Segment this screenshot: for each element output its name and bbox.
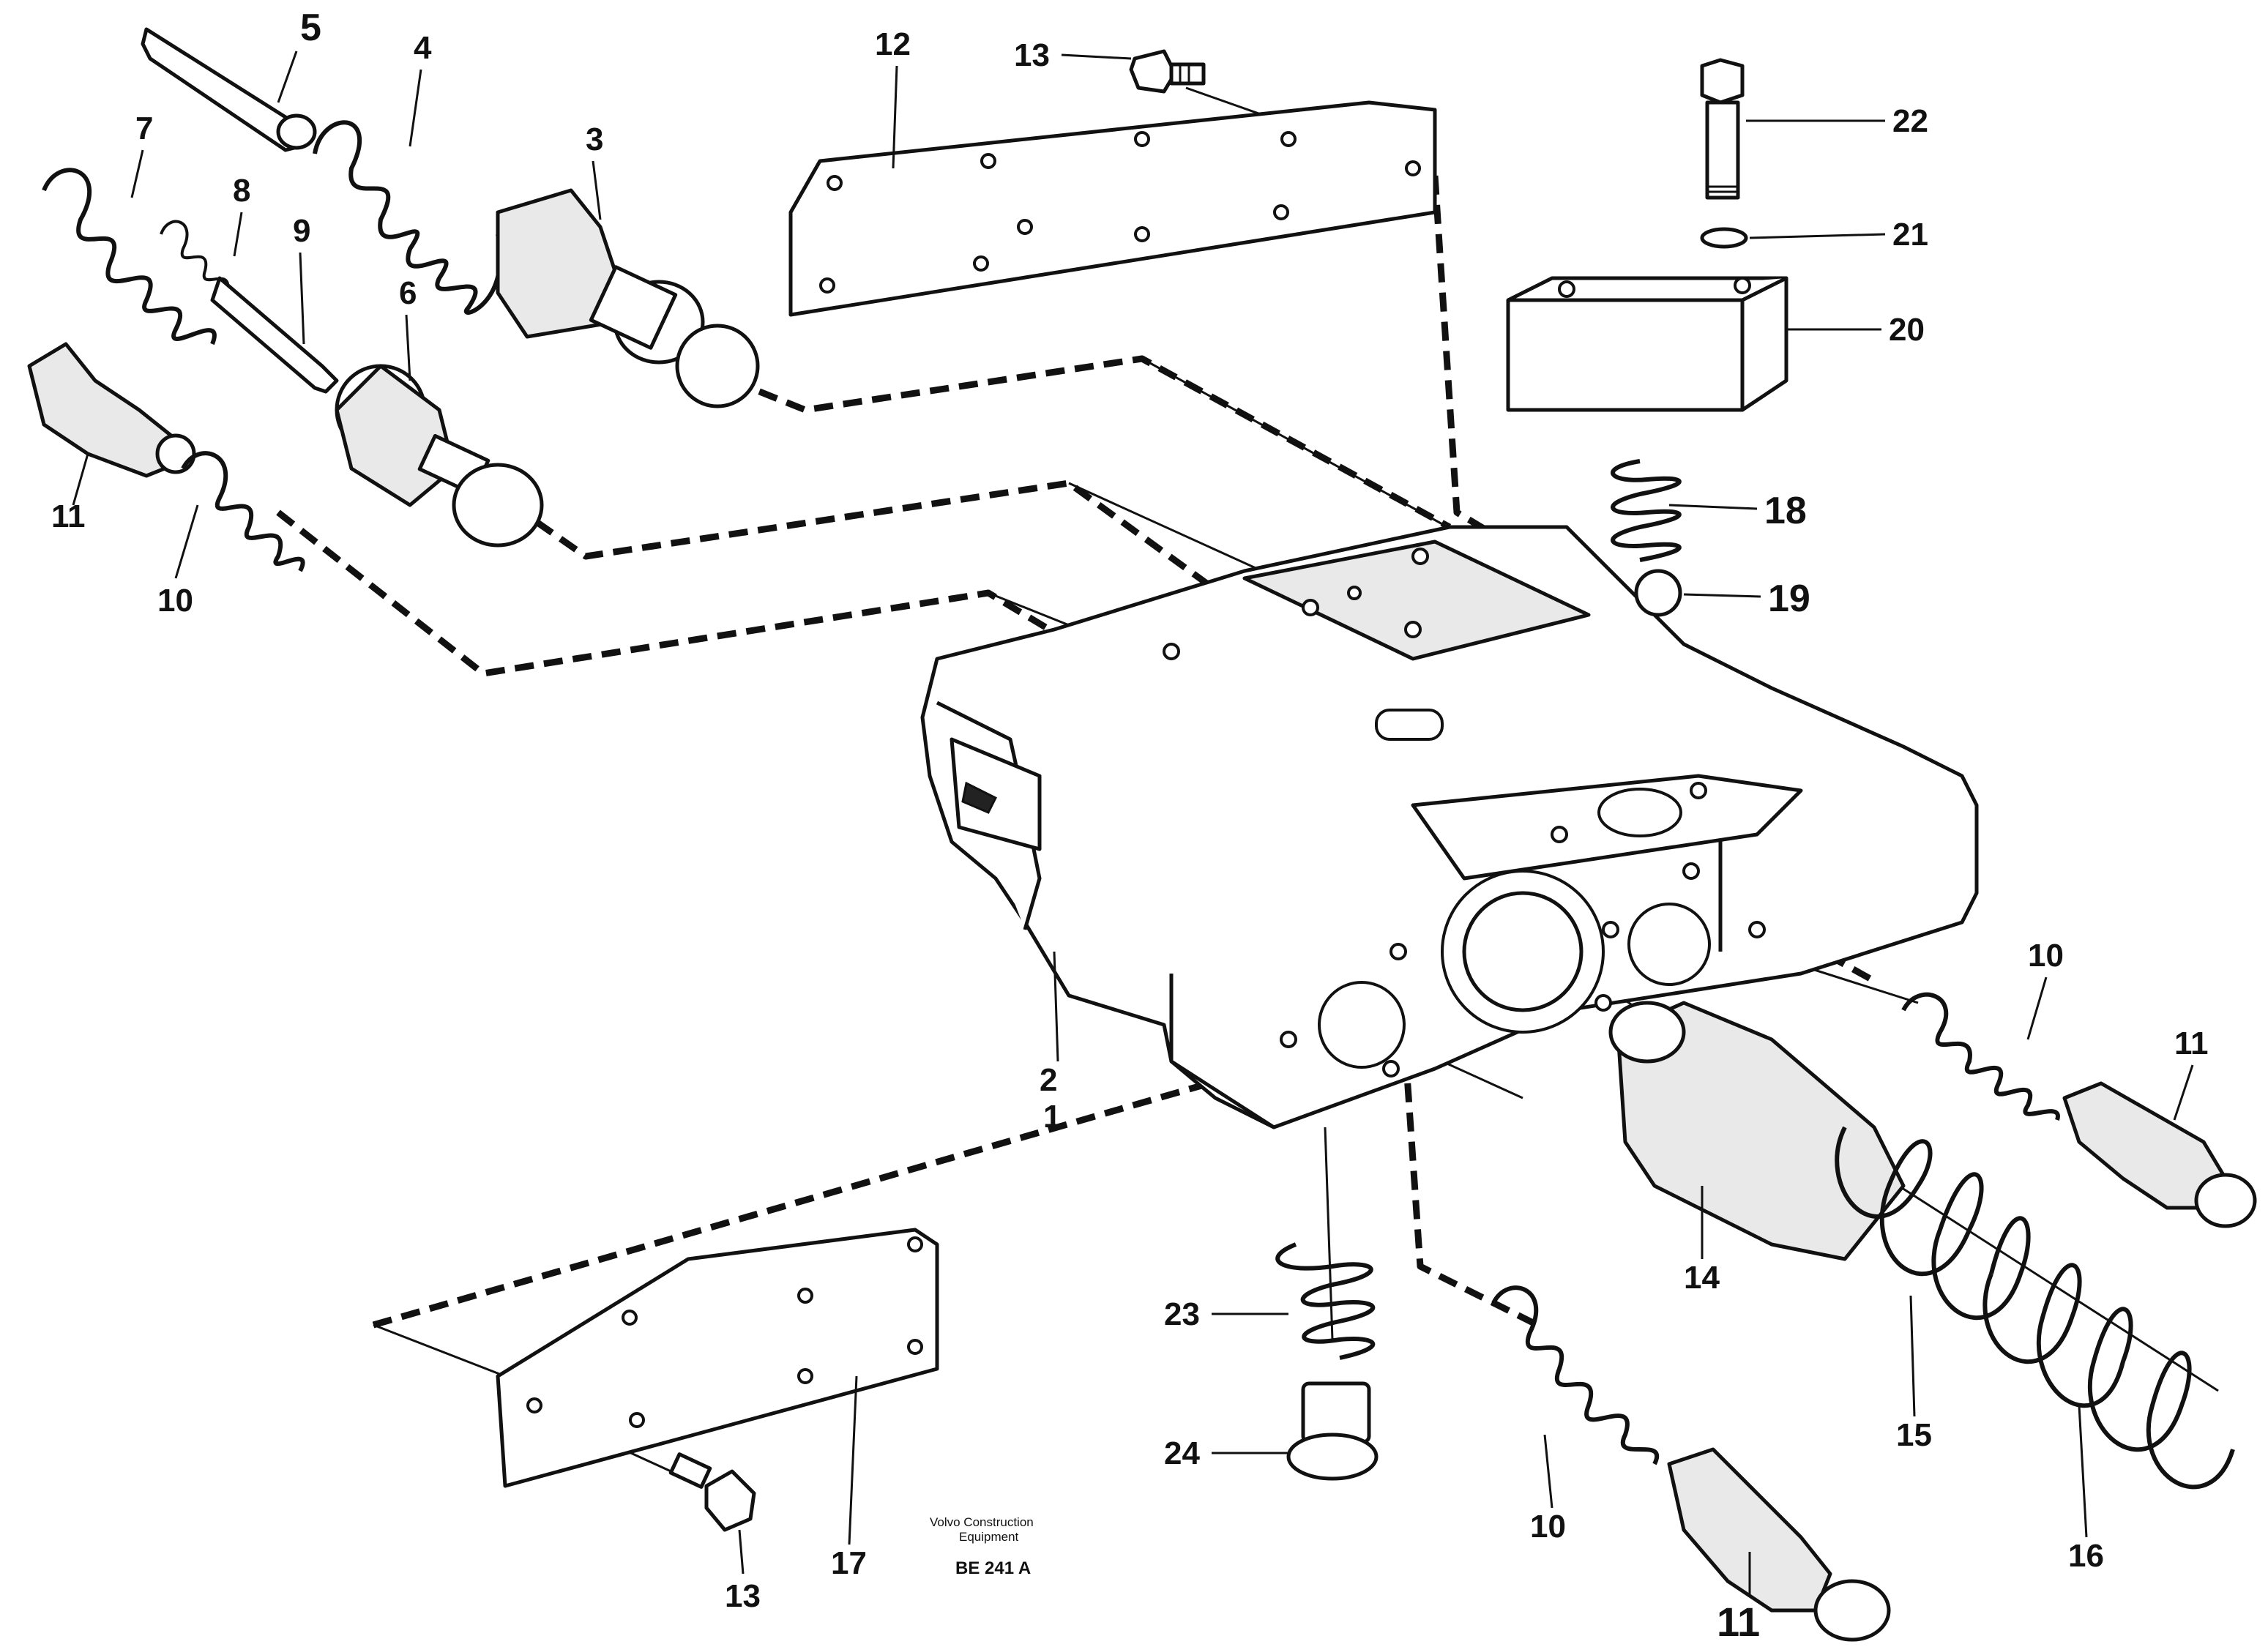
callout-16: 16 [2068,1538,2104,1574]
callout-13-top: 13 [1014,37,1050,73]
plunger-11-right [2062,1081,2257,1228]
bolt-22 [1700,58,1745,200]
callout-17: 17 [831,1545,867,1581]
callout-13-bottom: 13 [725,1578,761,1614]
spool-6 [335,364,544,548]
valve-body [920,525,1979,1129]
spring-15 [1835,1126,2031,1321]
callout-4: 4 [414,30,432,66]
callout-18: 18 [1764,490,1807,532]
ball-19 [1634,569,1682,617]
piston-24 [1286,1381,1379,1481]
plunger-11-bottom [1667,1447,1891,1642]
spring-18 [1611,459,1682,562]
spring-16 [1982,1263,2235,1490]
drawing-code: BE 241 A [955,1558,1031,1578]
callout-20: 20 [1889,312,1925,348]
publisher-line-2: Equipment [959,1530,1019,1544]
callout-11-right: 11 [2174,1026,2209,1061]
bolt-13-top [1129,49,1206,94]
callout-6: 6 [399,275,417,311]
publisher-block: Volvo Construction Equipment BE 241 A [930,1515,1034,1578]
callout-7: 7 [135,111,153,146]
plunger-11-left [27,342,196,478]
callouts: 1 2 3 4 5 6 7 8 9 10 10 10 11 11 11 12 1… [51,7,2209,1645]
spring-10-bottom [1491,1285,1660,1465]
cover-plate-bottom [496,1228,939,1488]
callout-15: 15 [1896,1417,1932,1453]
block-20 [1506,276,1788,412]
pin-9 [210,276,339,394]
callout-10-bottom: 10 [1530,1509,1566,1545]
washer-21 [1700,227,1748,249]
callout-5: 5 [300,7,321,49]
spool-14 [1608,1001,1906,1261]
bolt-13-bottom [668,1452,756,1532]
publisher-line-1: Volvo Construction [930,1515,1034,1529]
spring-10-right [1901,992,2060,1121]
callout-1: 1 [1043,1099,1061,1135]
spring-4 [313,120,503,315]
callout-2: 2 [1040,1062,1057,1098]
callout-14: 14 [1684,1260,1720,1296]
spring-7 [42,168,217,346]
callout-8: 8 [233,173,250,209]
callout-10-left: 10 [157,583,193,619]
callout-9: 9 [293,213,310,249]
callout-21: 21 [1892,217,1928,253]
cover-plate-top [788,100,1437,317]
pin-5 [141,27,317,152]
spool-3 [496,188,760,408]
callout-19: 19 [1768,578,1810,620]
spring-23 [1275,1242,1376,1360]
spring-10-left [181,451,305,572]
callout-12: 12 [875,26,911,62]
callout-11-left: 11 [51,498,86,534]
callout-3: 3 [586,122,603,157]
callout-leaders [72,51,2194,1596]
callout-10-right: 10 [2028,938,2064,974]
callout-23: 23 [1164,1296,1200,1332]
callout-22: 22 [1892,103,1928,139]
callout-24: 24 [1164,1435,1200,1471]
callout-11-bottom: 11 [1717,1599,1760,1645]
